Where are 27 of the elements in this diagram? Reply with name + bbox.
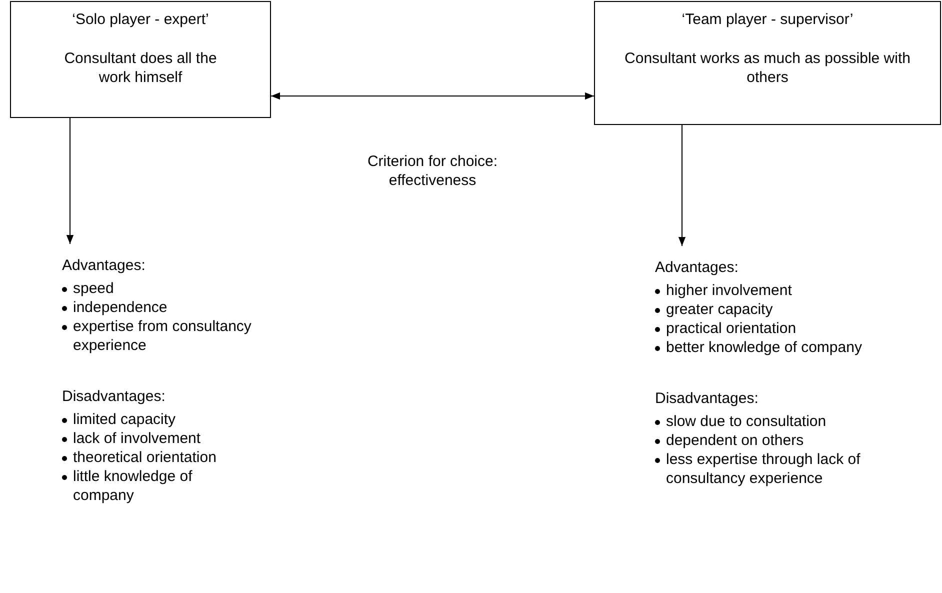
box-title: ‘Team player - supervisor’: [682, 10, 854, 29]
list-heading: Disadvantages:: [62, 387, 166, 406]
list-item: less expertise through lack of consultancy experience: [666, 450, 862, 488]
list-item: better knowledge of company: [666, 338, 862, 357]
arrow: [66, 118, 74, 244]
list-item: dependent on others: [666, 431, 804, 450]
list-item: little knowledge of company: [73, 467, 194, 505]
list-item: limited capacity: [73, 410, 176, 429]
list-item: lack of involvement: [73, 429, 201, 448]
list-item: higher involvement: [666, 281, 792, 300]
role-box: [594, 1, 941, 125]
list-item: expertise from consultancy experience: [73, 317, 252, 355]
list-item: slow due to consultation: [666, 412, 826, 431]
list-heading: Disadvantages:: [655, 389, 760, 408]
list-item: practical orientation: [666, 319, 796, 338]
role-box: [10, 1, 271, 118]
box-description: Consultant works as much as possible with others: [624, 49, 912, 87]
arrow: [678, 124, 686, 246]
list-heading: Advantages:: [62, 256, 146, 275]
arrow: [270, 92, 594, 100]
list-heading: Advantages:: [655, 258, 740, 277]
list-item: greater capacity: [666, 300, 773, 319]
box-title: ‘Solo player - expert’: [72, 10, 209, 29]
list-item: theoretical orientation: [73, 448, 216, 467]
list-item: independence: [73, 298, 168, 317]
list-item: speed: [73, 279, 114, 298]
box-description: Consultant does all the work himself: [63, 49, 218, 87]
